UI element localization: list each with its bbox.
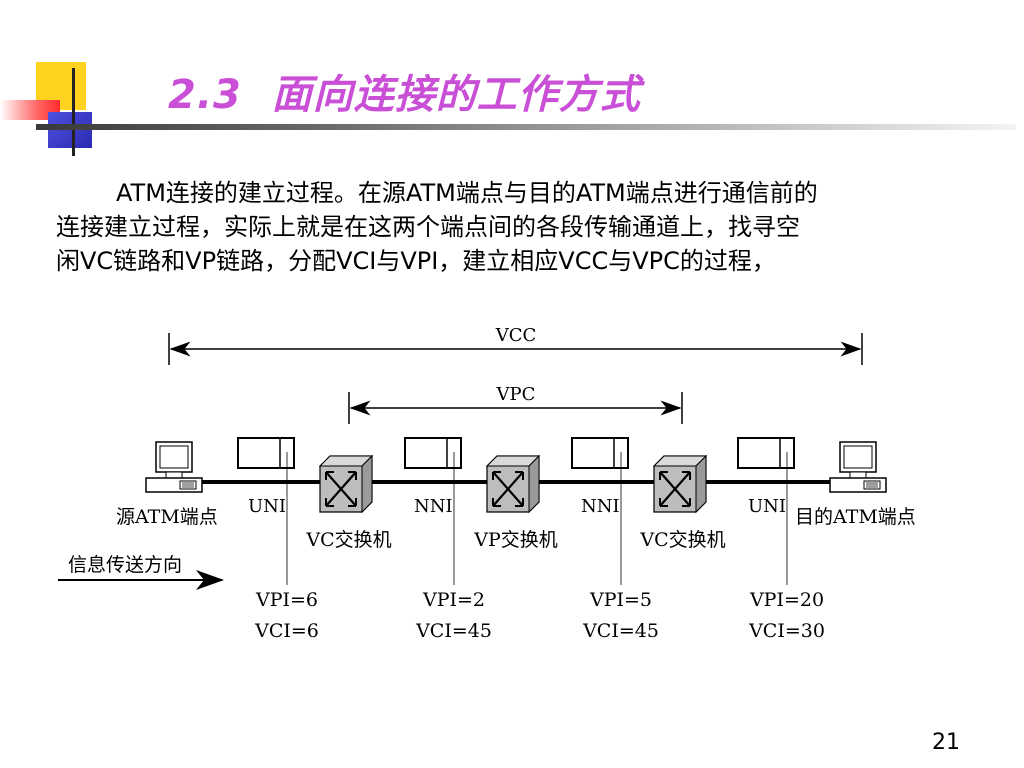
interface-label-4: UNI: [748, 496, 786, 517]
page-number: 21: [932, 730, 960, 755]
interface-label-1: UNI: [248, 496, 286, 517]
atm-cell-1: [237, 437, 295, 469]
vci-label-4: VCI=30: [748, 620, 825, 642]
dest-endpoint-label: 目的ATM端点: [795, 506, 916, 528]
paragraph-line-2: 连接建立过程，实际上就是在这两个端点间的各段传输通道上，找寻空: [56, 213, 800, 241]
deco-vertical-line: [72, 68, 75, 156]
page-title: 2.3 面向连接的工作方式: [168, 62, 641, 120]
vc-switch-2-icon: [652, 454, 708, 514]
vci-label-2: VCI=45: [415, 620, 492, 642]
title-text: 面向连接的工作方式: [271, 72, 641, 118]
paragraph-line-1: ATM连接的建立过程。在源ATM端点与目的ATM端点进行通信前的: [116, 179, 818, 207]
switch-label-1: VC交换机: [305, 529, 391, 551]
deco-red-bar: [0, 100, 60, 120]
deco-blue-square: [48, 112, 92, 148]
atm-cell-3: [571, 437, 629, 469]
vci-label-3: VCI=45: [582, 620, 659, 642]
body-paragraph: ATM连接的建立过程。在源ATM端点与目的ATM端点进行通信前的 连接建立过程，…: [56, 176, 946, 278]
vpi-label-3: VPI=5: [589, 589, 652, 611]
vpi-label-4: VPI=20: [749, 589, 824, 611]
atm-cell-2: [404, 437, 462, 469]
vc-switch-1-icon: [318, 454, 374, 514]
atm-cell-4: [737, 437, 795, 469]
paragraph-line-3: 闲VC链路和VP链路，分配VCI与VPI，建立相应VCC与VPC的过程，: [56, 247, 776, 275]
vpi-label-2: VPI=2: [422, 589, 485, 611]
switch-label-2: VP交换机: [473, 529, 558, 551]
source-endpoint-label: 源ATM端点: [116, 506, 218, 528]
vcc-label: VCC: [495, 325, 537, 346]
direction-label: 信息传送方向: [68, 554, 182, 576]
vci-label-1: VCI=6: [254, 620, 319, 642]
deco-horizontal-bar: [36, 124, 1016, 130]
vpc-label: VPC: [496, 384, 536, 405]
switch-label-3: VC交换机: [639, 529, 725, 551]
interface-label-3: NNI: [581, 496, 620, 517]
vp-switch-icon: [485, 454, 541, 514]
corner-decoration: [0, 0, 1024, 160]
interface-label-2: NNI: [414, 496, 453, 517]
title-number: 2.3: [168, 72, 242, 118]
dest-terminal-icon: [829, 441, 887, 493]
source-terminal-icon: [145, 441, 203, 493]
vpi-label-1: VPI=6: [255, 589, 318, 611]
